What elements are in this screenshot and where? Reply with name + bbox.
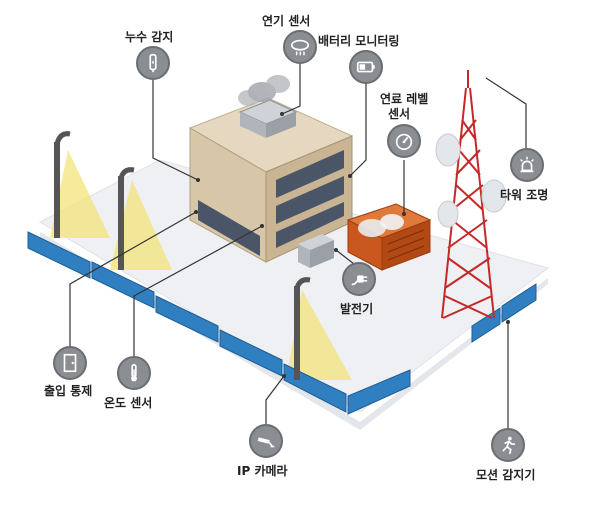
leader-lines bbox=[69, 62, 527, 428]
label-smoke-sensor: 연기 센서 bbox=[262, 14, 311, 28]
water-leak-sensor-icon bbox=[136, 46, 170, 80]
battery-icon bbox=[349, 50, 383, 84]
label-battery-monitoring: 배터리 모니터링 bbox=[318, 34, 400, 48]
light-cone bbox=[110, 180, 172, 270]
dish-antenna bbox=[481, 179, 507, 213]
running-person-icon bbox=[491, 428, 525, 462]
dish-antenna bbox=[435, 133, 461, 167]
fuel-gauge-icon bbox=[387, 124, 421, 158]
light-cone bbox=[286, 290, 352, 380]
street-light bbox=[54, 131, 71, 238]
label-temperature-sensor: 온도 센서 bbox=[104, 396, 153, 410]
ground-shadow bbox=[40, 232, 548, 430]
label-fuel-level-sensor-line1: 연료 레벨 bbox=[380, 92, 429, 106]
street-light bbox=[294, 277, 311, 380]
shelter-building bbox=[188, 75, 354, 268]
light-cone bbox=[50, 150, 110, 238]
label-generator: 발전기 bbox=[340, 302, 374, 316]
beacon-light-icon bbox=[510, 148, 544, 182]
label-ip-camera: IP 카메라 bbox=[237, 464, 288, 478]
telecom-tower bbox=[441, 70, 495, 319]
thermometer-icon bbox=[117, 356, 151, 390]
door-icon bbox=[53, 346, 87, 380]
street-light bbox=[118, 167, 135, 270]
perimeter-fence bbox=[27, 231, 537, 415]
leader-dots bbox=[194, 112, 510, 378]
label-motion-detector: 모션 감지기 bbox=[476, 468, 536, 482]
smoke-detector-icon bbox=[283, 30, 317, 64]
power-plug-icon bbox=[342, 262, 376, 296]
label-access-control: 출입 통제 bbox=[44, 384, 93, 398]
label-fuel-level-sensor-line2: 센서 bbox=[388, 107, 411, 121]
dish-antenna bbox=[437, 200, 459, 228]
generator-unit bbox=[346, 203, 432, 271]
label-tower-lighting: 타워 조명 bbox=[500, 188, 549, 202]
security-camera-icon bbox=[249, 424, 283, 458]
label-leak-detection: 누수 감지 bbox=[125, 30, 174, 44]
